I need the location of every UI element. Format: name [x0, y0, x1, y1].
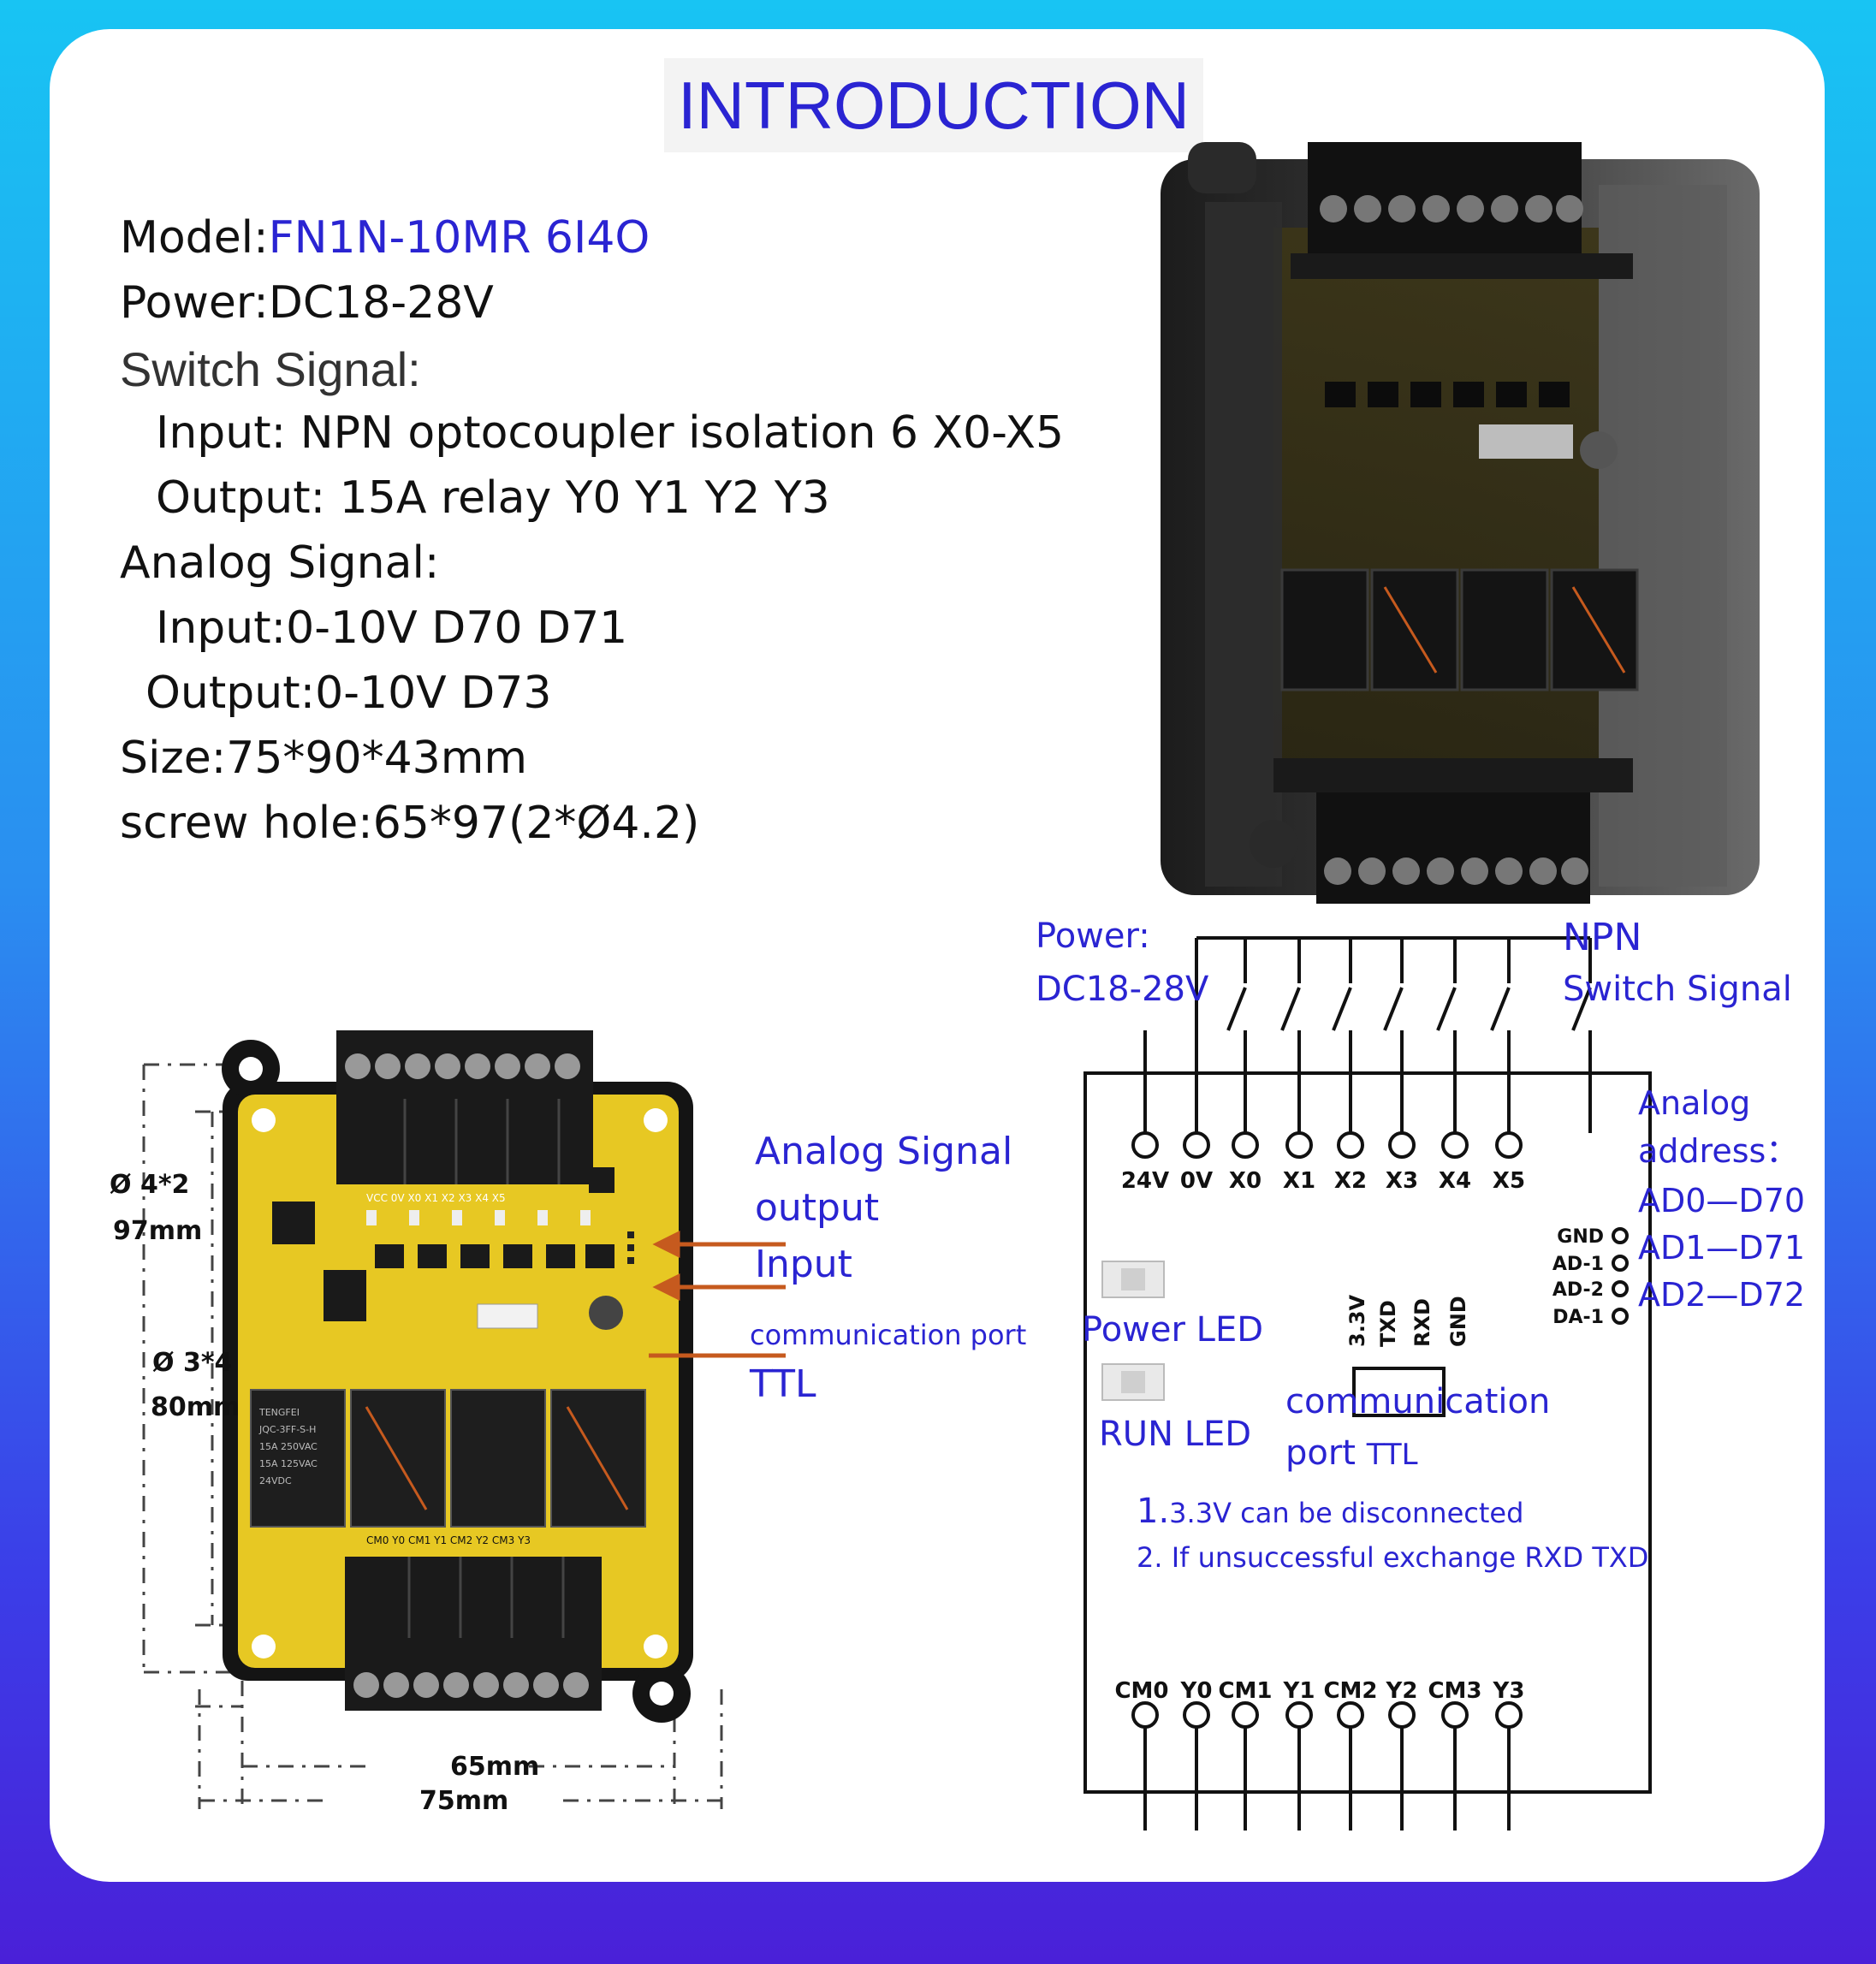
top-terminal-circles [1131, 1131, 1523, 1159]
terminal-cm3: CM3 [1428, 1678, 1481, 1704]
spec-analog-input: Input:0-10V D70 D71 [156, 602, 628, 654]
terminal-x2: X2 [1334, 1168, 1367, 1194]
terminal-cm2: CM2 [1323, 1678, 1377, 1704]
spec-analog-signal: Analog Signal: [120, 537, 440, 589]
schematic-npn-label: NPN [1563, 916, 1642, 959]
spec-model: Model:FN1N-10MR 6I4O [120, 216, 650, 260]
analog-address-ad1: AD1—D71 [1638, 1229, 1806, 1267]
spec-analog-output: Output:0-10V D73 [145, 668, 552, 719]
terminal-24v: 24V [1121, 1168, 1169, 1194]
callout-ttl: TTL [750, 1362, 816, 1406]
callout-analog-signal: Analog Signal [755, 1130, 1013, 1173]
schematic-note-1: 1.3.3V can be disconnected [1137, 1494, 1523, 1528]
spec-switch-output: Output: 15A relay Y0 Y1 Y2 Y3 [156, 472, 830, 524]
spec-switch-signal: Switch Signal: [120, 342, 421, 396]
terminal-x5: X5 [1493, 1168, 1525, 1194]
dim-hole-mid: Ø 3*4 [152, 1348, 233, 1378]
callout-input: Input [755, 1243, 852, 1286]
run-led-label: RUN LED [1099, 1415, 1252, 1454]
terminal-y2: Y2 [1386, 1678, 1418, 1704]
top-terminal-screws [1320, 195, 1583, 223]
board-dimension-drawing: VCC 0V X0 X1 X2 X3 X4 X5 TENGFEI JQC-3FF… [142, 1030, 723, 1809]
spec-model-label: Model: [120, 212, 269, 264]
npn-switches [1226, 938, 1592, 1133]
terminal-0v: 0V [1180, 1168, 1213, 1194]
schematic-note-1-text: 3.3V can be disconnected [1169, 1497, 1524, 1529]
dimension-lines [142, 1063, 723, 1809]
dim-height-80: 80mm [151, 1392, 240, 1422]
analog-pin-da1: DA-1 [1552, 1307, 1604, 1328]
schematic-comm-port-ttl: TTL [1366, 1438, 1418, 1472]
spec-switch-input: Input: NPN optocoupler isolation 6 X0-X5 [156, 407, 1065, 459]
terminal-y1: Y1 [1283, 1678, 1315, 1704]
spec-size: Size:75*90*43mm [120, 733, 528, 784]
schematic-comm-port-word: port [1285, 1433, 1356, 1473]
dim-hole-top: Ø 4*2 [110, 1170, 190, 1200]
page-title: INTRODUCTION [664, 58, 1203, 152]
schematic-power-label: Power: [1036, 917, 1150, 956]
ttl-pin-3v3: 3.3V [1345, 1294, 1369, 1347]
spec-model-value: FN1N-10MR 6I4O [268, 212, 650, 264]
dim-height-97: 97mm [113, 1216, 203, 1246]
product-enclosure-photo [1161, 142, 1760, 904]
spec-power: Power:DC18-28V [120, 277, 494, 329]
analog-pin-ad1: AD-1 [1552, 1254, 1604, 1275]
spec-screw-hole: screw hole:65*97(2*Ø4.2) [120, 798, 700, 849]
analog-pin-circles [1612, 1227, 1629, 1325]
analog-address-title1: Analog [1638, 1084, 1751, 1122]
analog-pin-gnd: GND [1557, 1226, 1604, 1248]
schematic-switch-signal-label: Switch Signal [1563, 970, 1792, 1009]
wiring-schematic: 24V 0V X0 X1 X2 X3 X4 X5 CM0 Y0 CM1 Y1 C… [1083, 936, 1652, 1830]
ttl-port-box [1352, 1367, 1446, 1417]
dim-width-65: 65mm [450, 1752, 540, 1782]
ttl-pin-rxd: RXD [1410, 1298, 1434, 1347]
schematic-power-voltage: DC18-28V [1036, 970, 1209, 1009]
board-top-screws [345, 1053, 580, 1079]
schematic-note-2: 2. If unsuccessful exchange RXD TXD [1137, 1541, 1649, 1574]
board-callout-arrows [649, 1230, 786, 1358]
dim-width-75: 75mm [419, 1786, 509, 1816]
relay-coil-1: 24VDC [259, 1475, 292, 1486]
relay-rating-2: 15A 125VAC [259, 1458, 318, 1469]
terminal-y3: Y3 [1493, 1678, 1525, 1704]
ttl-pin-gnd: GND [1446, 1296, 1470, 1347]
relay-rating-1: 15A 250VAC [259, 1441, 318, 1452]
terminal-cm0: CM0 [1114, 1678, 1168, 1704]
power-led-label: Power LED [1082, 1310, 1264, 1350]
callout-output: output [755, 1186, 880, 1230]
relay-brand-1: TENGFEI [258, 1407, 300, 1418]
terminal-y0: Y0 [1180, 1678, 1213, 1704]
relay-model-1: JQC-3FF-S-H [258, 1424, 316, 1435]
power-led-icon [1101, 1261, 1165, 1298]
terminal-x0: X0 [1229, 1168, 1262, 1194]
analog-address-ad0: AD0—D70 [1638, 1182, 1806, 1219]
terminal-x3: X3 [1386, 1168, 1418, 1194]
schematic-note-1-number: 1. [1137, 1492, 1170, 1531]
terminal-x1: X1 [1283, 1168, 1315, 1194]
callout-comm-port: communication port [750, 1319, 1027, 1351]
terminal-cm1: CM1 [1218, 1678, 1272, 1704]
analog-address-title2: address： [1638, 1132, 1799, 1170]
ttl-pin-txd: TXD [1376, 1300, 1400, 1347]
board-bottom-pin-silk: CM0 Y0 CM1 Y1 CM2 Y2 CM3 Y3 [366, 1534, 531, 1546]
content-card: INTRODUCTION Model:FN1N-10MR 6I4O Power:… [50, 29, 1825, 1882]
terminal-x4: X4 [1439, 1168, 1471, 1194]
schematic-comm-port-line2: port TTL [1285, 1436, 1418, 1470]
board-top-pin-silk: VCC 0V X0 X1 X2 X3 X4 X5 [366, 1192, 506, 1204]
board-bottom-screws [353, 1672, 589, 1698]
schematic-comm-port-label: communication [1285, 1382, 1551, 1421]
analog-address-ad2: AD2—D72 [1638, 1276, 1806, 1314]
analog-pin-ad2: AD-2 [1552, 1279, 1604, 1301]
bottom-terminal-screws [1324, 857, 1588, 885]
bottom-terminal-circles [1131, 1701, 1523, 1729]
run-led-icon [1101, 1363, 1165, 1401]
